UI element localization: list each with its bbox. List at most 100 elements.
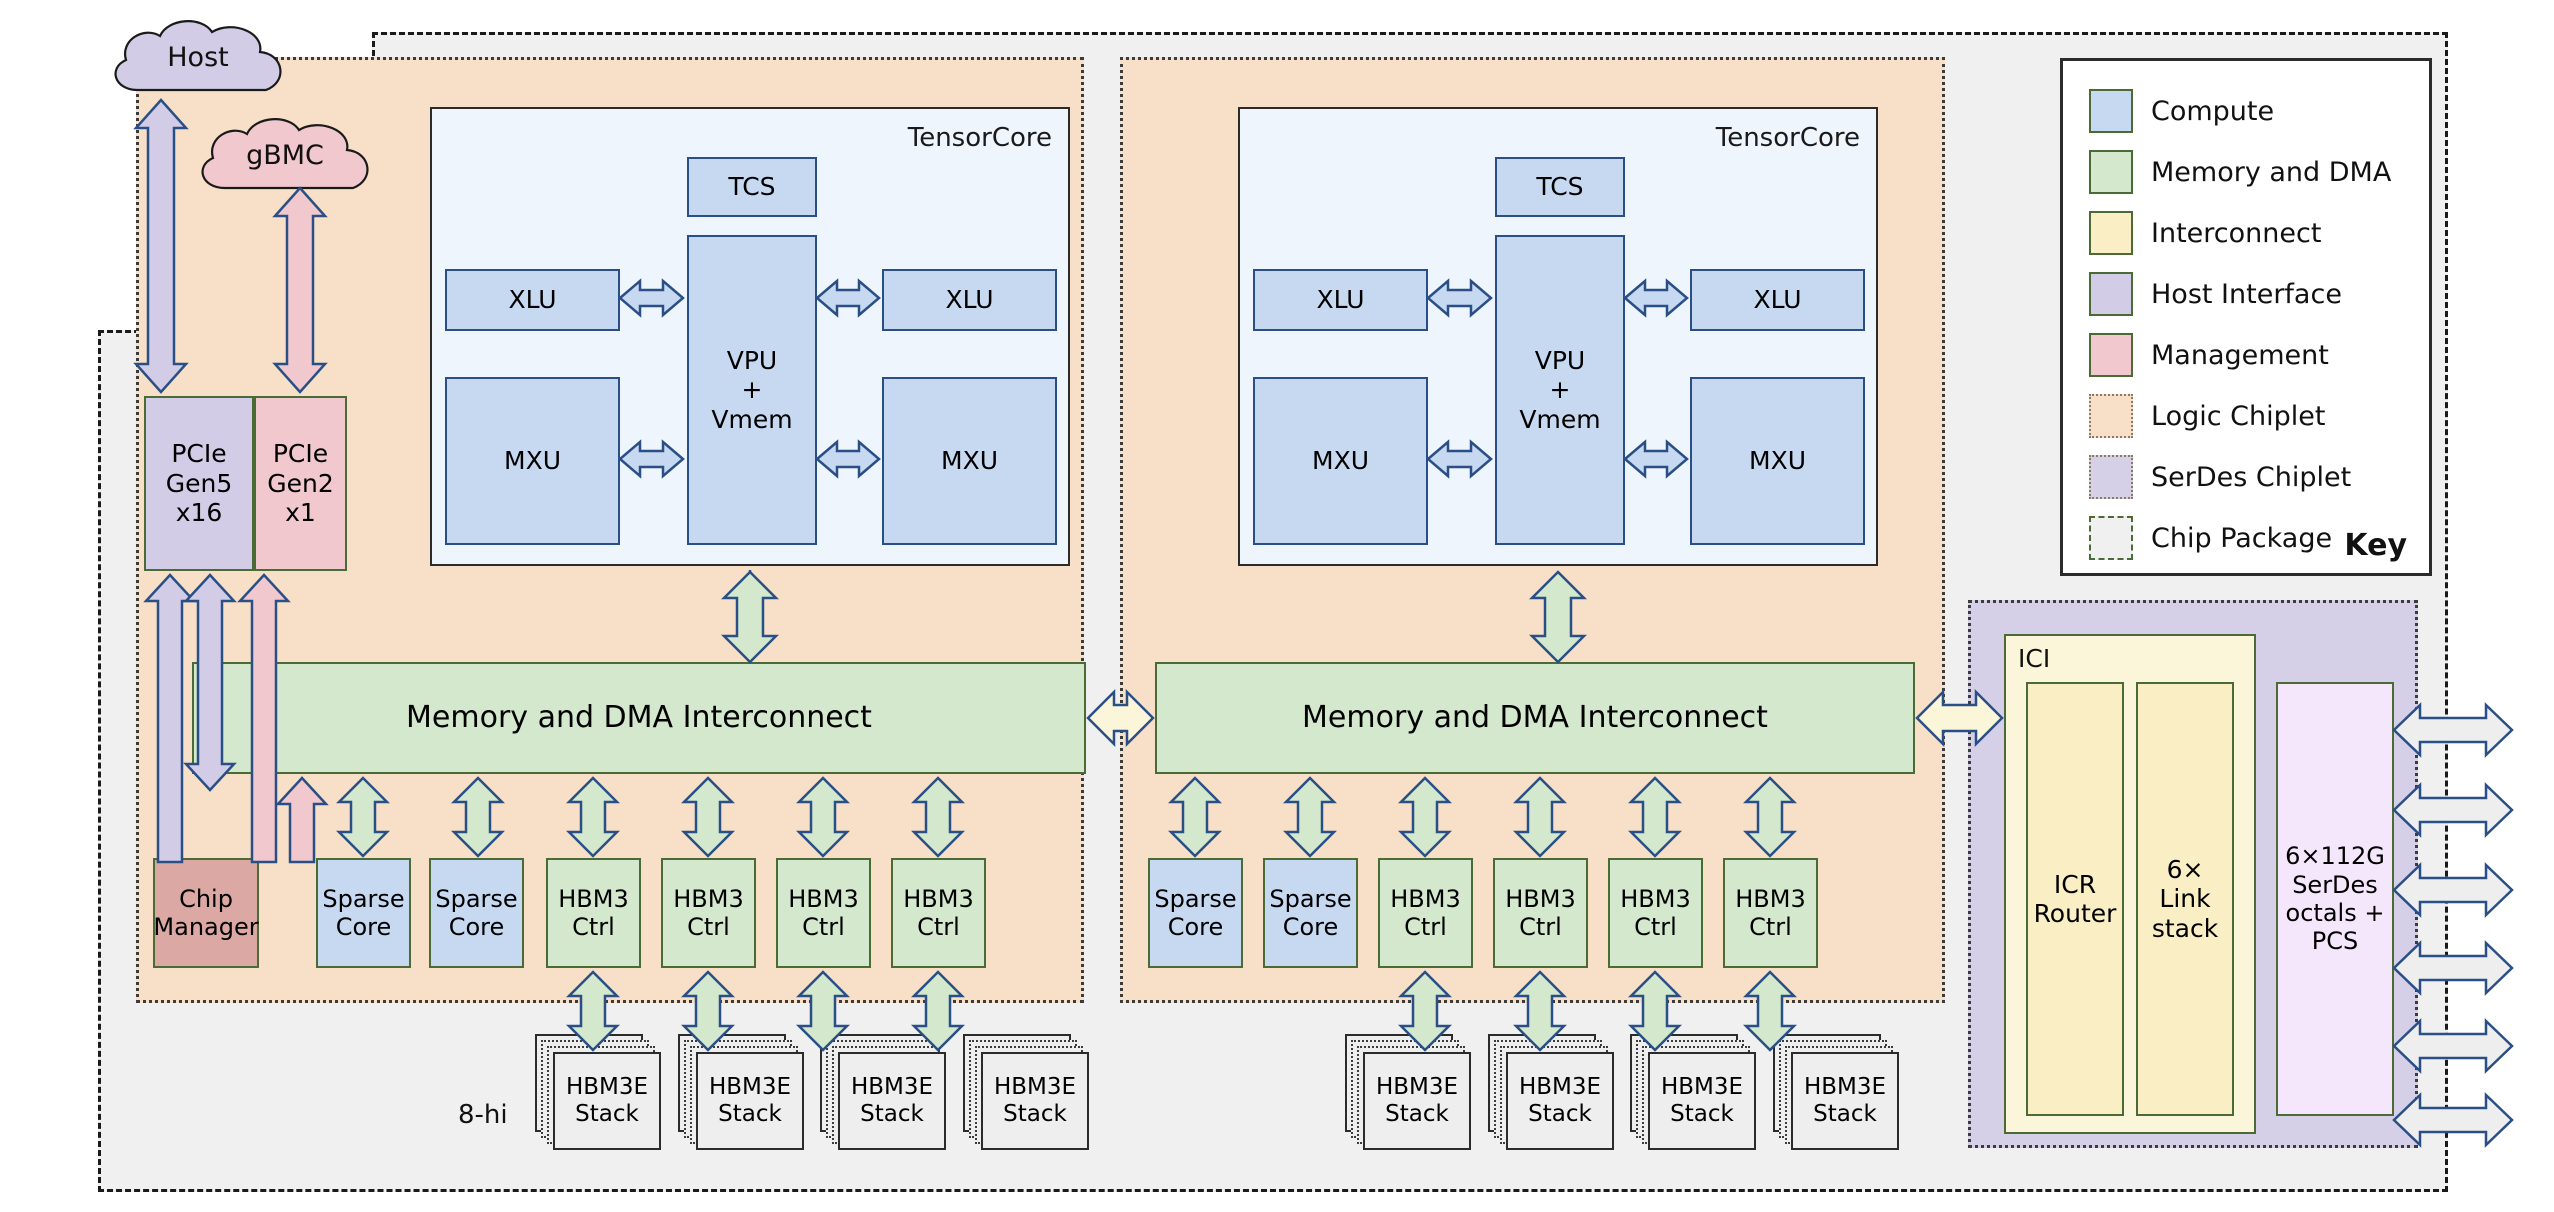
chip-manager-label-line-1: Chip <box>179 884 233 913</box>
hbm3e-stack-label-line-2: Stack <box>1813 1101 1877 1127</box>
link-stack-line-3: stack <box>2151 913 2219 943</box>
xlu-right-label: XLU <box>945 285 994 315</box>
key-swatch-icon <box>2089 455 2133 499</box>
hbm3e-stack-label-line-1: HBM3E <box>1518 1073 1602 1100</box>
hbm3e-stack-label-line-1: HBM3E <box>850 1073 934 1100</box>
xlu-left-block-2[interactable]: XLU <box>1253 269 1428 331</box>
mxu-left-label: MXU <box>504 446 561 476</box>
xlu-right-block-2[interactable]: XLU <box>1690 269 1865 331</box>
pcie-gen2-block[interactable]: PCIe Gen2 x1 <box>254 396 347 571</box>
key-item-host-interface: Host Interface <box>2089 272 2429 316</box>
tensorcore-left-label: TensorCore <box>907 123 1052 153</box>
hbm3-ctrl-label-line-2: Ctrl <box>1634 913 1677 941</box>
mxu-right-block-2[interactable]: MXU <box>1690 377 1865 545</box>
tcs-block-right[interactable]: TCS <box>1495 157 1625 217</box>
hbm3-ctrl-label-line-1: HBM3 <box>1505 884 1576 913</box>
key-swatch-icon <box>2089 394 2133 438</box>
hbm3-ctrl-label-line-2: Ctrl <box>917 913 960 941</box>
sparse-core-label-line-1: Sparse <box>322 884 405 913</box>
key-item-compute: Compute <box>2089 89 2429 133</box>
vpu-vmem-right[interactable]: VPU + Vmem <box>1495 235 1625 545</box>
serdes-line-1: 6×112G <box>2285 842 2385 871</box>
host-cloud-label: Host <box>167 42 229 73</box>
key-item-label: Chip Package <box>2151 522 2333 554</box>
key-item-label: Logic Chiplet <box>2151 400 2326 432</box>
host-cloud: Host <box>98 12 298 112</box>
xlu-left-label-2: XLU <box>1316 285 1365 315</box>
pcie-gen2-line-3: x1 <box>285 498 316 528</box>
serdes-line-3: octals + <box>2285 899 2385 927</box>
tcs-block-left[interactable]: TCS <box>687 157 817 217</box>
tcs-label-right: TCS <box>1536 172 1584 202</box>
hbm3e-stack-label-line-1: HBM3E <box>1660 1073 1744 1100</box>
hbm3-ctrl-label-line-2: Ctrl <box>1749 913 1792 941</box>
mxu-right-label-2: MXU <box>1749 446 1806 476</box>
hbm3e-stack-label-line-2: Stack <box>1670 1101 1734 1127</box>
xlu-left-block[interactable]: XLU <box>445 269 620 331</box>
gbmc-cloud-label: gBMC <box>246 140 324 171</box>
mxu-left-label-2: MXU <box>1312 446 1369 476</box>
pcie-gen5-line-3: x16 <box>175 498 223 528</box>
serdes-octals-pcs-block[interactable]: 6×112G SerDes octals + PCS <box>2276 682 2394 1116</box>
sparse-core-label-line-2: Core <box>335 913 392 941</box>
icr-router-line-2: Router <box>2033 899 2117 928</box>
hbm3-ctrl-label-line-2: Ctrl <box>1519 913 1562 941</box>
key-title: Key <box>2344 528 2407 563</box>
hbm3e-stack-label-line-2: Stack <box>1528 1101 1592 1127</box>
memory-dma-interconnect-left[interactable]: Memory and DMA Interconnect <box>192 662 1086 774</box>
icr-router-block[interactable]: ICR Router <box>2026 682 2124 1116</box>
hbm3-ctrl-label-line-2: Ctrl <box>687 913 730 941</box>
hbm3-ctrl-label-line-1: HBM3 <box>558 884 629 913</box>
xlu-right-block[interactable]: XLU <box>882 269 1057 331</box>
vpu-vmem-left[interactable]: VPU + Vmem <box>687 235 817 545</box>
link-stack-line-2: Link <box>2159 884 2211 914</box>
key-item-management: Management <box>2089 333 2429 377</box>
hbm3-ctrl-label-line-1: HBM3 <box>1390 884 1461 913</box>
icr-router-line-1: ICR <box>2053 869 2097 899</box>
key-item-memory-and-dma: Memory and DMA <box>2089 150 2429 194</box>
vpu-line-1-left: VPU <box>726 345 778 375</box>
link-stack-block[interactable]: 6× Link stack <box>2136 682 2234 1116</box>
hbm3e-stack-label-line-2: Stack <box>860 1101 924 1127</box>
mxu-right-block[interactable]: MXU <box>882 377 1057 545</box>
tensorcore-right-label: TensorCore <box>1715 123 1860 153</box>
mxu-left-block-2[interactable]: MXU <box>1253 377 1428 545</box>
pcie-gen5-block[interactable]: PCIe Gen5 x16 <box>144 396 254 571</box>
key-item-logic-chiplet: Logic Chiplet <box>2089 394 2429 438</box>
sparse-core-label-line-2: Core <box>1282 913 1339 941</box>
key-item-label: Management <box>2151 339 2329 371</box>
memory-dma-interconnect-right[interactable]: Memory and DMA Interconnect <box>1155 662 1915 774</box>
hbm3e-stack-label-line-1: HBM3E <box>993 1073 1077 1100</box>
vpu-line-2-left: + <box>741 375 763 405</box>
mxu-right-label: MXU <box>941 446 998 476</box>
sparse-core-label-line-1: Sparse <box>1154 884 1237 913</box>
mxu-left-block[interactable]: MXU <box>445 377 620 545</box>
pcie-gen2-line-2: Gen2 <box>267 468 334 498</box>
sparse-core-label-line-1: Sparse <box>435 884 518 913</box>
vpu-line-2-right: + <box>1549 375 1571 405</box>
pcie-gen5-line-1: PCIe <box>171 439 227 469</box>
hbm3e-stack-label-line-1: HBM3E <box>1803 1073 1887 1100</box>
